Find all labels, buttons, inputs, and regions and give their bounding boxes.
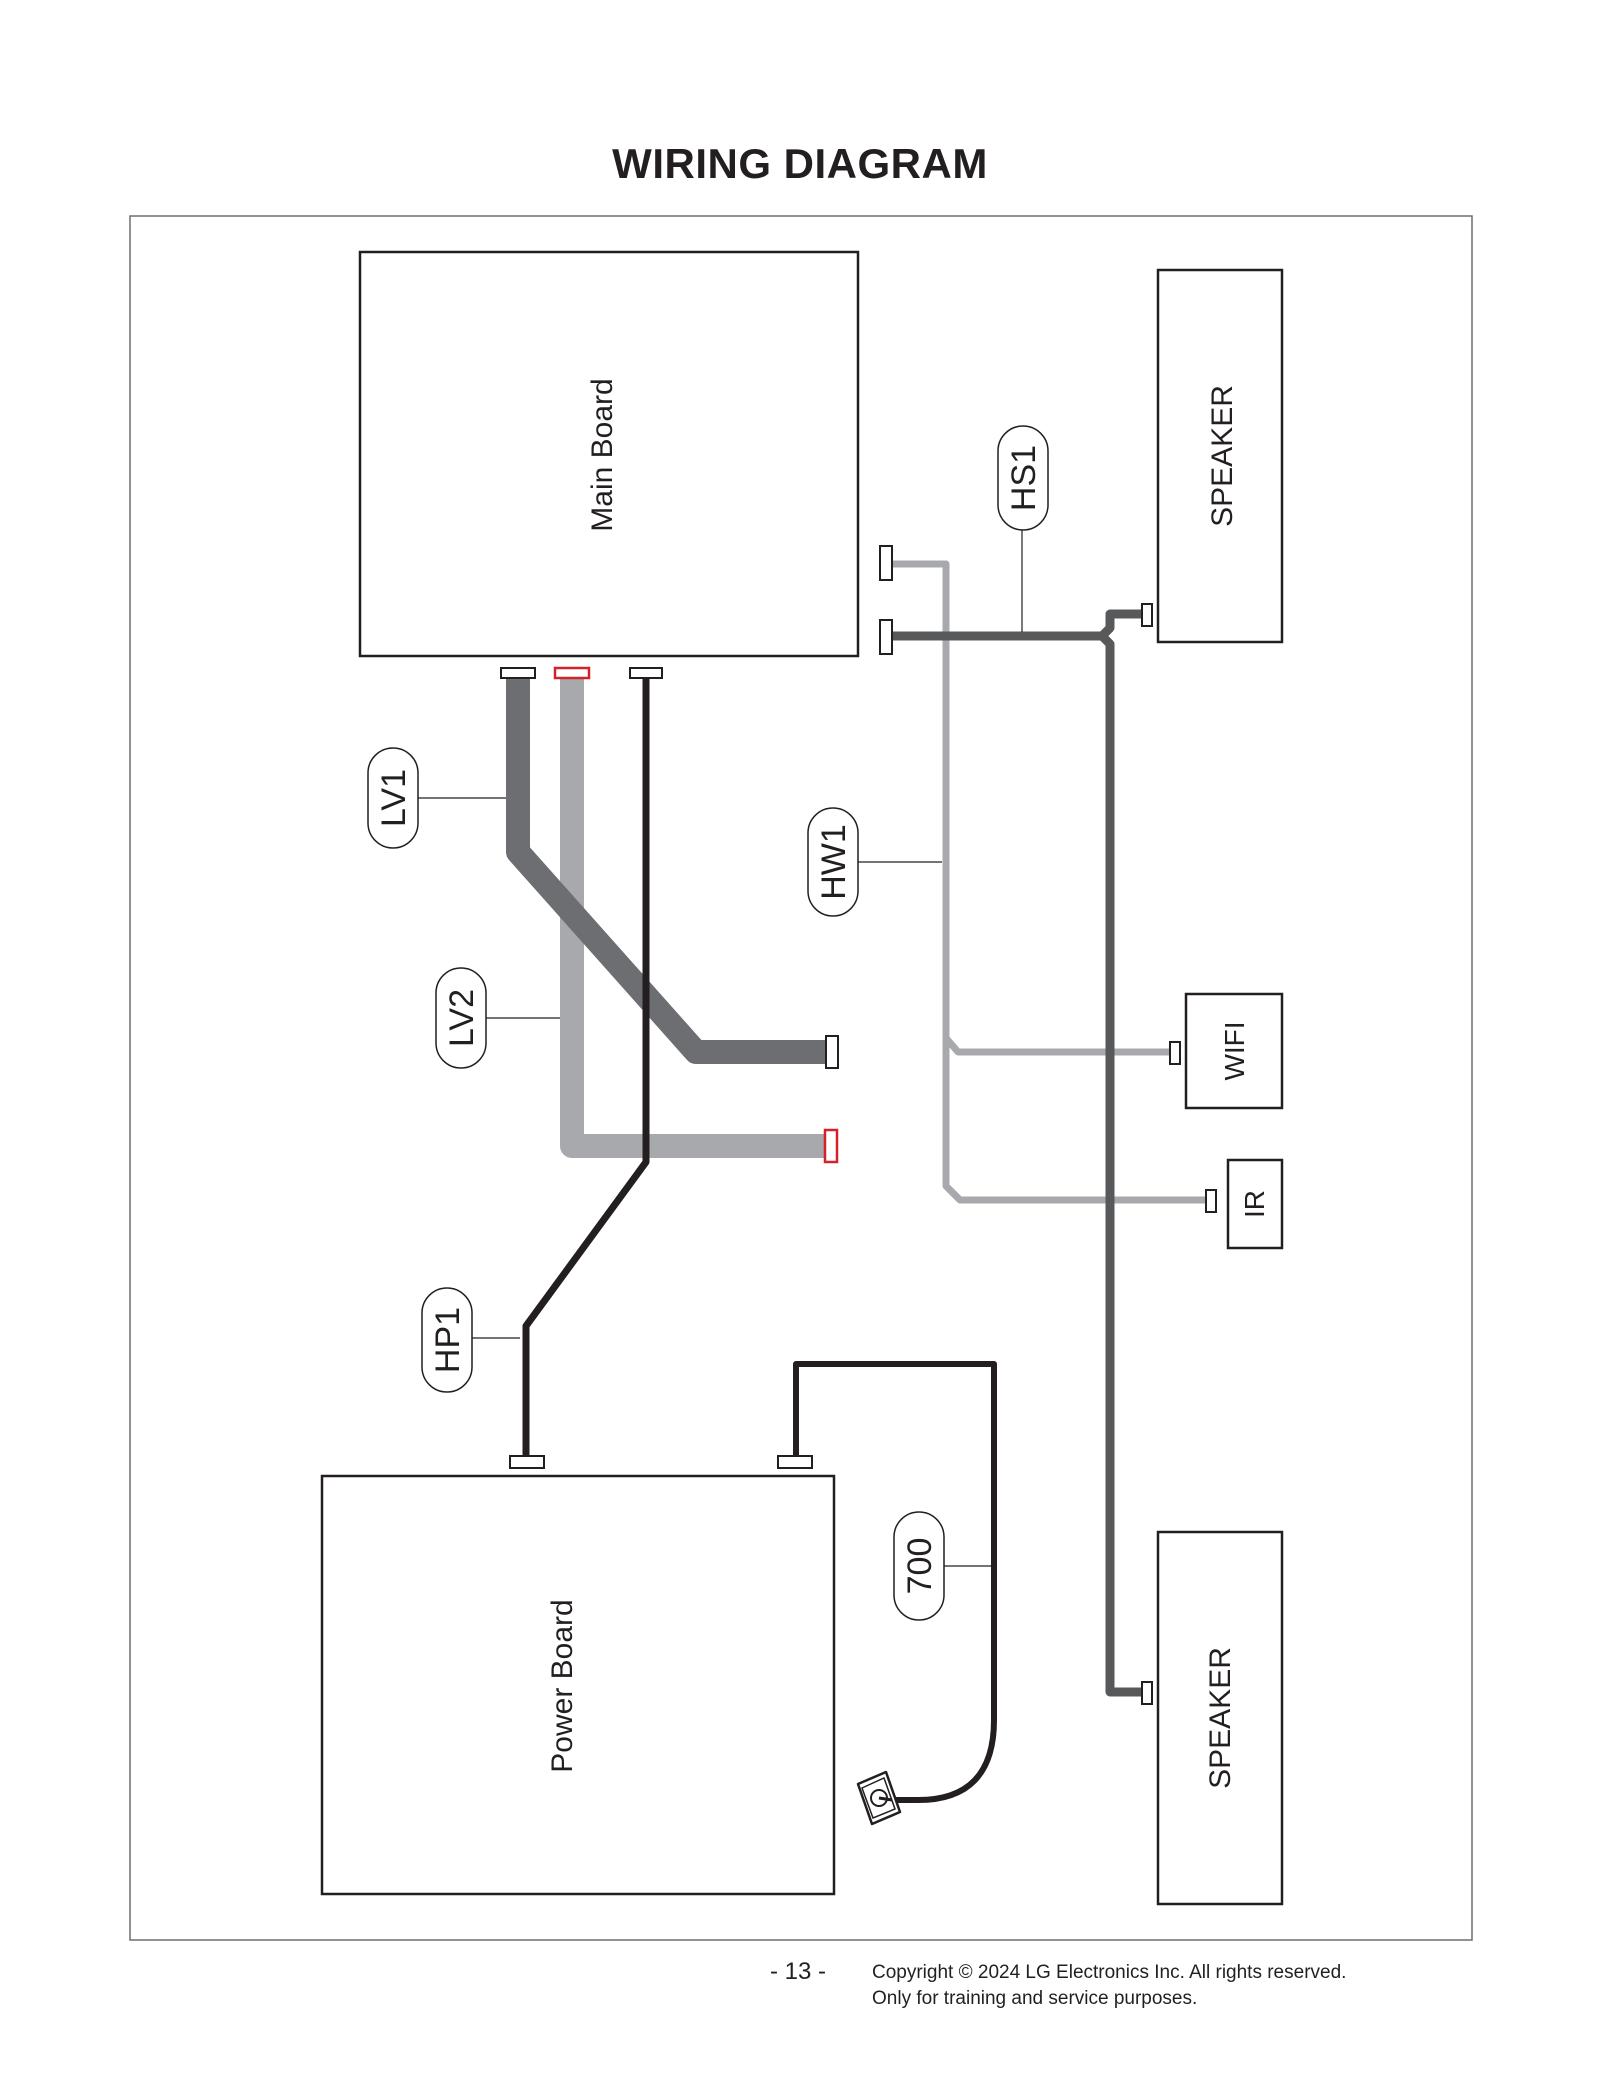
- lv1-pill: [367, 747, 419, 849]
- speaker-top-label: SPEAKER: [1206, 385, 1239, 527]
- ir-box: [1226, 1158, 1284, 1250]
- hp1-pill: [421, 1287, 473, 1393]
- connector-lv2-end: [823, 1128, 839, 1164]
- hw1-pill: [807, 807, 859, 917]
- cable-lv2: [560, 678, 825, 1158]
- speaker-bottom-box: [1156, 1530, 1284, 1906]
- hp1-label: HP1: [429, 1307, 467, 1373]
- hs1-label: HS1: [1005, 445, 1043, 511]
- power-cord-pill: [893, 1511, 945, 1621]
- cable-lv1: [506, 678, 826, 1064]
- diagram-frame: [129, 215, 1473, 1941]
- speaker-top-box: [1156, 268, 1284, 644]
- ac-plug-icon: [856, 1770, 902, 1826]
- speaker-bottom-label: SPEAKER: [1204, 1647, 1237, 1789]
- connector-speaker-bottom: [1141, 1681, 1153, 1705]
- connector-main-hw1: [879, 545, 893, 581]
- cable-hw1: [892, 560, 1206, 1204]
- connector-power-700: [777, 1455, 813, 1469]
- page-number: - 13 -: [770, 1958, 827, 1985]
- copyright-line-2: Only for training and service purposes.: [872, 1988, 1198, 2009]
- connector-main-lv1: [500, 667, 536, 679]
- page-title: WIRING DIAGRAM: [612, 140, 988, 187]
- hw1-label: HW1: [815, 824, 853, 900]
- cable-hp1: [522, 678, 650, 1456]
- lv2-label: LV2: [443, 989, 481, 1047]
- main-board-label: Main Board: [586, 378, 619, 531]
- cable-hw1-wifi-branch: [943, 1035, 1170, 1056]
- connector-speaker-top: [1141, 603, 1153, 627]
- connector-power-hp1: [509, 1455, 545, 1469]
- cable-hs1: [892, 631, 1142, 1697]
- copyright-notice: Copyright © 2024 LG Electronics Inc. All…: [872, 1960, 1346, 2012]
- main-board-box: [358, 250, 860, 658]
- connector-lv1-end: [825, 1035, 839, 1069]
- connector-main-hp1: [629, 667, 663, 679]
- hs1-pill: [997, 425, 1049, 531]
- connector-wifi: [1169, 1041, 1181, 1065]
- connector-main-lv2: [553, 666, 591, 680]
- cable-hs1-speaker-branch: [1098, 609, 1142, 640]
- wifi-box: [1184, 992, 1284, 1110]
- power-board-label: Power Board: [546, 1599, 579, 1772]
- connector-ir: [1205, 1189, 1217, 1213]
- copyright-line-1: Copyright © 2024 LG Electronics Inc. All…: [872, 1962, 1347, 1983]
- lv1-label: LV1: [375, 769, 413, 827]
- lv2-pill: [435, 967, 487, 1069]
- connector-main-hs1: [879, 619, 893, 655]
- power-board-box: [320, 1474, 836, 1896]
- wifi-label: WIFI: [1219, 1021, 1250, 1080]
- power-cord-label: 700: [901, 1538, 939, 1595]
- cable-700: [793, 1361, 997, 1803]
- ir-label: IR: [1239, 1190, 1270, 1218]
